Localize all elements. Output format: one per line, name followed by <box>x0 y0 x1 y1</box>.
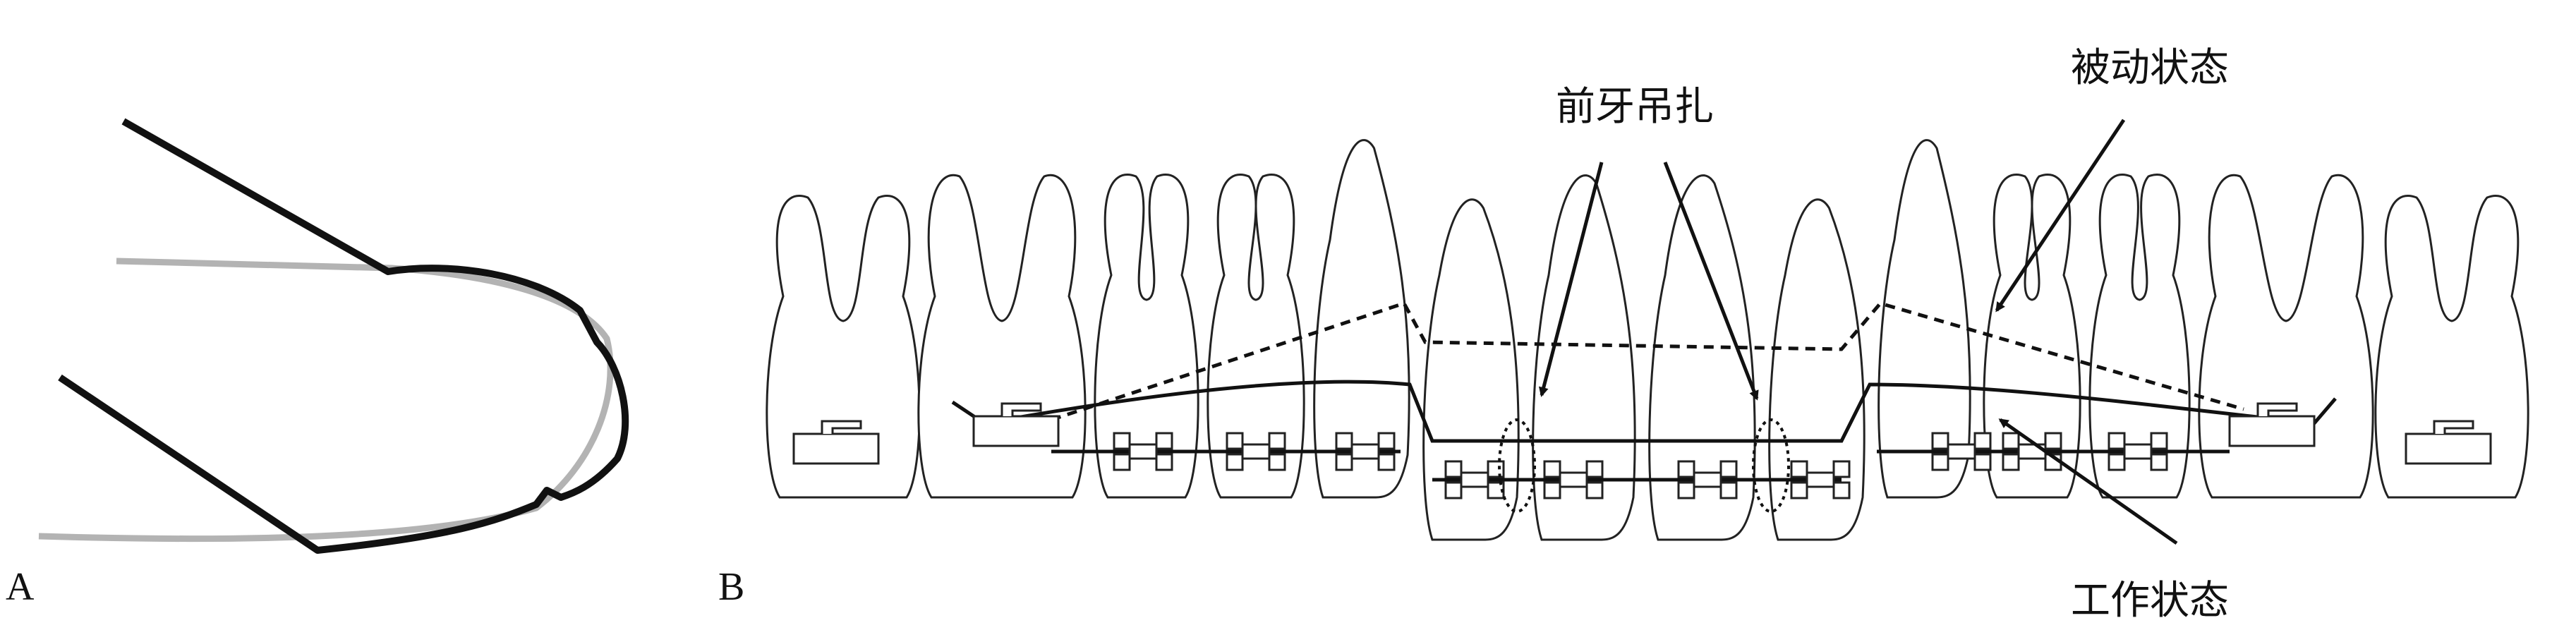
bracket-wing <box>1832 481 1851 499</box>
panel-b-label: B <box>718 565 744 609</box>
bracket-slot <box>1241 443 1271 460</box>
bracket-slot <box>1693 471 1722 488</box>
molar-tube-left <box>972 415 1060 447</box>
bracket-wing <box>1719 460 1738 478</box>
molar-tube-hook <box>2256 402 2298 416</box>
bracket-wing <box>2108 453 2126 471</box>
bracket-wing <box>1719 481 1738 499</box>
bracket-wing <box>1268 432 1286 450</box>
molar-band-right-outer <box>2405 432 2492 465</box>
tooth <box>917 174 1087 499</box>
bracket-wing <box>1268 453 1286 471</box>
arrow-anterior-tieback-right <box>1663 162 1759 401</box>
bracket-wing <box>1487 460 1505 478</box>
bracket-slot <box>2123 443 2153 460</box>
bracket-wing <box>1931 453 1949 471</box>
molar-tube-hook <box>2433 420 2474 434</box>
molar-tube-hook <box>1000 402 1042 416</box>
bracket-wing <box>1155 432 1173 450</box>
arrow-passive-state <box>1995 119 2126 313</box>
bracket-wing <box>1113 432 1131 450</box>
bracket-wing <box>1677 460 1695 478</box>
bracket-wing <box>1487 481 1505 499</box>
bracket-wing <box>1585 481 1604 499</box>
bracket-wing <box>1113 453 1131 471</box>
label-passive-state: 被动状态 <box>2071 45 2229 91</box>
bracket-wing <box>1677 481 1695 499</box>
bracket-wing <box>1790 481 1808 499</box>
bracket-wing <box>1543 481 1561 499</box>
tieback-ligature-left <box>1498 418 1536 513</box>
bracket-wing <box>2108 432 2126 450</box>
bracket-wing <box>1973 453 1992 471</box>
bracket-wing <box>1790 460 1808 478</box>
label-anterior-tieback: 前牙吊扎 <box>1556 84 1714 130</box>
bracket-wing <box>1585 460 1604 478</box>
bracket-wing <box>1543 460 1561 478</box>
panel-a-loop <box>38 118 629 554</box>
tooth <box>766 195 921 499</box>
bracket-wing <box>1226 453 1244 471</box>
tooth <box>1422 198 1520 541</box>
molar-band-left-outer <box>792 432 880 465</box>
bracket-wing <box>2002 432 2020 450</box>
bracket-wing <box>1155 453 1173 471</box>
arrow-anterior-tieback-left <box>1538 162 1604 397</box>
tooth <box>1983 174 2081 499</box>
label-active-state: 工作状态 <box>2071 578 2229 624</box>
bracket-wing <box>2150 432 2168 450</box>
bracket-wing <box>1832 460 1851 478</box>
bracket-slot <box>1559 471 1588 488</box>
molar-tube-hook <box>821 420 862 434</box>
teeth-row <box>766 139 2529 541</box>
tooth <box>1648 174 1756 541</box>
tooth <box>1207 174 1305 499</box>
bracket-wing <box>1335 453 1353 471</box>
tieback-ligature-right <box>1752 418 1790 513</box>
brackets-group <box>792 402 2492 499</box>
bracket-slot <box>1947 443 1976 460</box>
tooth <box>1768 198 1866 541</box>
bracket-slot <box>1350 443 1380 460</box>
bracket-wing <box>2002 453 2020 471</box>
loop-passive-outline <box>38 258 614 543</box>
archwire-group <box>951 301 2337 482</box>
bracket-wing <box>1335 432 1353 450</box>
bracket-wing <box>1444 481 1463 499</box>
tooth <box>1094 174 1199 499</box>
bracket-wing <box>2150 453 2168 471</box>
active-archwire <box>951 380 2337 443</box>
bracket-wing <box>1444 460 1463 478</box>
arrow-active-state <box>1998 418 2178 545</box>
bracket-wing <box>1377 432 1396 450</box>
panel-a-label: A <box>6 565 35 609</box>
bracket-slot <box>1128 443 1158 460</box>
bracket-wing <box>1226 432 1244 450</box>
bracket-slot <box>1460 471 1489 488</box>
loop-active-wire <box>58 118 629 554</box>
passive-archwire <box>1051 301 2244 422</box>
tooth <box>2374 195 2529 499</box>
tooth <box>2088 174 2191 499</box>
molar-tube-right <box>2228 415 2316 447</box>
bracket-wing <box>1931 432 1949 450</box>
bracket-wing <box>1377 453 1396 471</box>
tooth <box>2198 174 2374 499</box>
bracket-wing <box>2044 432 2062 450</box>
bracket-wing <box>1973 432 1992 450</box>
bracket-slot <box>1806 471 1835 488</box>
